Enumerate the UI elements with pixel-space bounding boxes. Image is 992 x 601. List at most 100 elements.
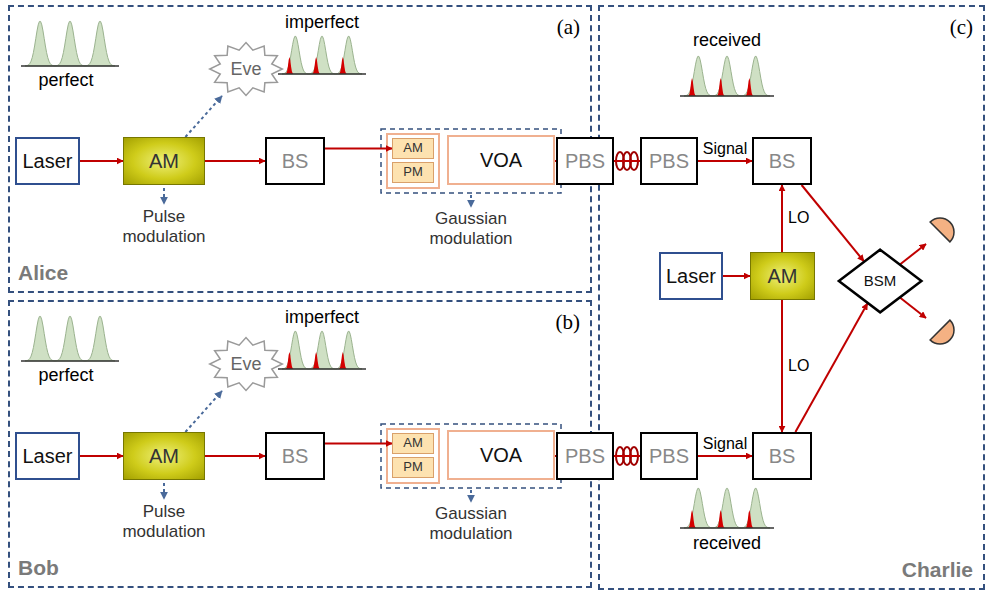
pulse xyxy=(309,331,336,369)
panel-tag: (c) xyxy=(950,15,973,39)
pulse xyxy=(684,56,713,96)
device-label: VOA xyxy=(480,149,522,172)
optical-path xyxy=(205,455,265,457)
edge-label: LO xyxy=(788,209,809,227)
optical-path xyxy=(781,185,783,252)
device-box: BS xyxy=(752,432,812,480)
device-label: BS xyxy=(282,150,309,173)
device-label: Laser xyxy=(22,445,72,468)
pulse xyxy=(713,56,742,96)
device-box: Laser xyxy=(15,137,80,185)
device-label: PM xyxy=(403,460,423,475)
device-label: AM xyxy=(768,265,798,288)
edge-label: Signal xyxy=(703,140,747,158)
optical-path xyxy=(698,455,752,457)
party-panel: (a)AliceEveLaserAMBSAMPMVOAPBS xyxy=(8,5,592,293)
device-label: PM xyxy=(403,165,423,180)
pulse-caption: received xyxy=(677,533,777,554)
pulse xyxy=(85,316,115,360)
pulse-spike xyxy=(745,510,753,528)
pulse xyxy=(85,21,115,65)
pulse xyxy=(25,316,55,360)
optical-path xyxy=(723,275,750,277)
device-box: AM xyxy=(123,432,205,480)
callout-text: Pulse modulation xyxy=(109,207,219,246)
device-label: Laser xyxy=(22,150,72,173)
pulse-spike xyxy=(285,352,293,369)
pulse xyxy=(741,56,770,96)
pulse-baseline xyxy=(21,360,119,362)
optical-path xyxy=(80,455,123,457)
device-label: PBS xyxy=(565,150,605,173)
device-box: PBS xyxy=(640,137,698,185)
device-box: VOA xyxy=(447,135,555,185)
device-label: AM xyxy=(149,445,179,468)
pulse-baseline xyxy=(680,527,774,529)
device-label: BS xyxy=(769,445,796,468)
pulse-spike xyxy=(688,510,696,528)
detector-arrow xyxy=(898,296,926,318)
optical-path xyxy=(325,148,392,150)
pulse-baseline xyxy=(680,95,774,97)
callout-text: Gaussian modulation xyxy=(406,209,536,248)
callout-arrow xyxy=(470,490,472,502)
device-box: Laser xyxy=(659,252,723,300)
callout-arrow xyxy=(163,188,165,204)
callout-arrow xyxy=(163,483,165,499)
eavesdropper-burst: Eve xyxy=(209,337,283,391)
pulse-spike xyxy=(339,57,347,74)
pulse-spike xyxy=(717,510,725,528)
pulse-caption: perfect xyxy=(16,70,116,91)
pulse-spike xyxy=(339,352,347,369)
optical-path xyxy=(205,160,265,162)
modulator-frame xyxy=(387,134,439,188)
pulse xyxy=(55,21,85,65)
device-box: BS xyxy=(752,137,812,185)
panel-tag: (b) xyxy=(556,310,581,334)
pulse-baseline xyxy=(278,368,366,370)
device-label: BSM xyxy=(864,272,897,289)
optical-path xyxy=(614,160,640,162)
device-box: PM xyxy=(392,162,434,183)
pulse xyxy=(282,36,309,74)
pulse xyxy=(55,316,85,360)
party-name: Bob xyxy=(18,556,59,580)
party-panel: (b)BobEveLaserAMBSAMPMVOAPBS xyxy=(8,300,592,588)
callout-arrow xyxy=(470,195,472,207)
device-label: PBS xyxy=(565,445,605,468)
pulse xyxy=(684,488,713,528)
pulse-spike xyxy=(717,78,725,96)
party-name: Charlie xyxy=(902,558,973,582)
pulse-caption: imperfect xyxy=(272,307,372,328)
modulation-group xyxy=(381,424,561,488)
detector-arrow xyxy=(898,244,926,266)
device-label: AM xyxy=(403,141,423,156)
device-box: AM xyxy=(392,138,434,159)
device-label: PBS xyxy=(649,445,689,468)
modulation-group xyxy=(381,129,561,193)
pulse-spike xyxy=(312,352,320,369)
device-box: AM xyxy=(123,137,205,185)
device-box: PM xyxy=(392,457,434,478)
device-label: AM xyxy=(403,436,423,451)
pulse xyxy=(25,21,55,65)
pulse-spike xyxy=(745,78,753,96)
edge-label: Signal xyxy=(703,435,747,453)
device-label: AM xyxy=(149,150,179,173)
pulse xyxy=(335,36,362,74)
pulse-spike xyxy=(312,57,320,74)
pulse xyxy=(282,331,309,369)
device-box: AM xyxy=(750,252,815,300)
device-box: VOA xyxy=(447,430,555,480)
pulse xyxy=(335,331,362,369)
device-box: PBS xyxy=(640,432,698,480)
device-box: BS xyxy=(265,432,325,480)
party-name: Alice xyxy=(18,261,68,285)
optical-path xyxy=(802,185,864,261)
device-label: Laser xyxy=(666,265,716,288)
device-box: BS xyxy=(265,137,325,185)
panel-tag: (a) xyxy=(557,15,580,39)
pulse-spike xyxy=(688,78,696,96)
